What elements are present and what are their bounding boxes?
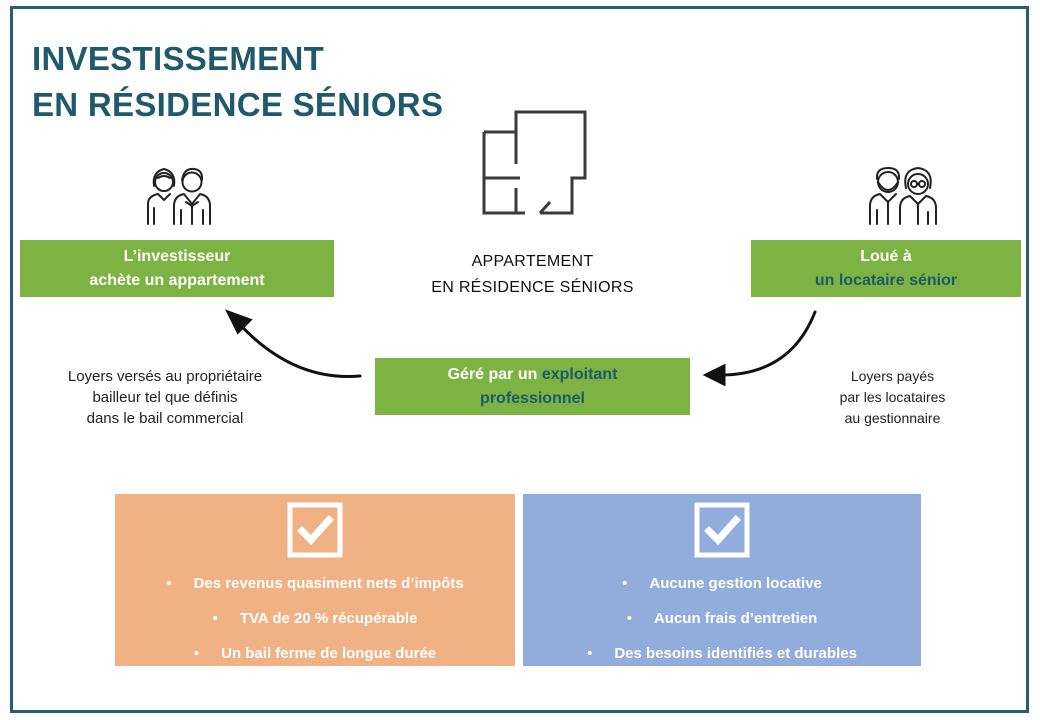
tenant-line-2: un locataire sénior — [814, 271, 958, 289]
arrow-to-operator-icon — [702, 310, 817, 386]
apartment-line-1: APPARTEMENT — [471, 253, 594, 270]
investor-line-1: L’investisseur — [123, 247, 231, 265]
tenant-line-1: Loué à — [860, 247, 912, 265]
operator-highlight-2: professionnel — [480, 389, 585, 407]
right-note-line-3: au gestionnaire — [844, 410, 941, 426]
checkbox-icon — [287, 502, 343, 558]
senior-couple-icon — [869, 167, 937, 225]
right-note-line-2: par les locataires — [839, 389, 946, 405]
left-note: Loyers versés au propriétaire bailleur t… — [40, 366, 290, 429]
list-item: Aucune gestion locative — [523, 566, 921, 601]
page-title: INVESTISSEMENT EN RÉSIDENCE SÉNIORS — [32, 36, 443, 128]
arrow-to-investor-icon — [224, 309, 362, 379]
right-note: Loyers payés par les locataires au gesti… — [800, 366, 985, 429]
floor-plan-icon — [482, 110, 587, 215]
operator-highlight-1: exploitant — [541, 365, 618, 383]
frame-border — [10, 6, 1029, 713]
benefits-panel-right: Aucune gestion locative Aucun frais d’en… — [523, 494, 921, 666]
checkbox-icon — [694, 502, 750, 558]
benefits-panel-left: Des revenus quasiment nets d’impôts TVA … — [115, 494, 515, 666]
title-line-2: EN RÉSIDENCE SÉNIORS — [32, 86, 444, 123]
benefits-list-right: Aucune gestion locative Aucun frais d’en… — [523, 566, 921, 671]
list-item: TVA de 20 % récupérable — [115, 601, 515, 636]
title-line-1: INVESTISSEMENT — [32, 40, 325, 77]
list-item: Des besoins identifiés et durables — [523, 636, 921, 671]
apartment-label: APPARTEMENT EN RÉSIDENCE SÉNIORS — [405, 249, 660, 301]
investor-line-2: achète un appartement — [89, 271, 265, 289]
tenant-box: Loué à un locataire sénior — [751, 240, 1021, 297]
right-note-line-1: Loyers payés — [850, 368, 935, 384]
investor-box: L’investisseur achète un appartement — [20, 240, 334, 297]
left-note-line-2: bailleur tel que définis — [92, 389, 238, 406]
left-note-line-3: dans le bail commercial — [86, 410, 244, 427]
left-note-line-1: Loyers versés au propriétaire — [67, 368, 263, 385]
list-item: Aucun frais d’entretien — [523, 601, 921, 636]
operator-prefix: Géré par un — [447, 365, 542, 383]
list-item: Un bail ferme de longue durée — [115, 636, 515, 671]
couple-icon — [147, 167, 211, 225]
apartment-line-2: EN RÉSIDENCE SÉNIORS — [431, 279, 634, 296]
operator-box: Géré par un exploitant professionnel — [375, 358, 690, 415]
benefits-list-left: Des revenus quasiment nets d’impôts TVA … — [115, 566, 515, 671]
list-item: Des revenus quasiment nets d’impôts — [115, 566, 515, 601]
